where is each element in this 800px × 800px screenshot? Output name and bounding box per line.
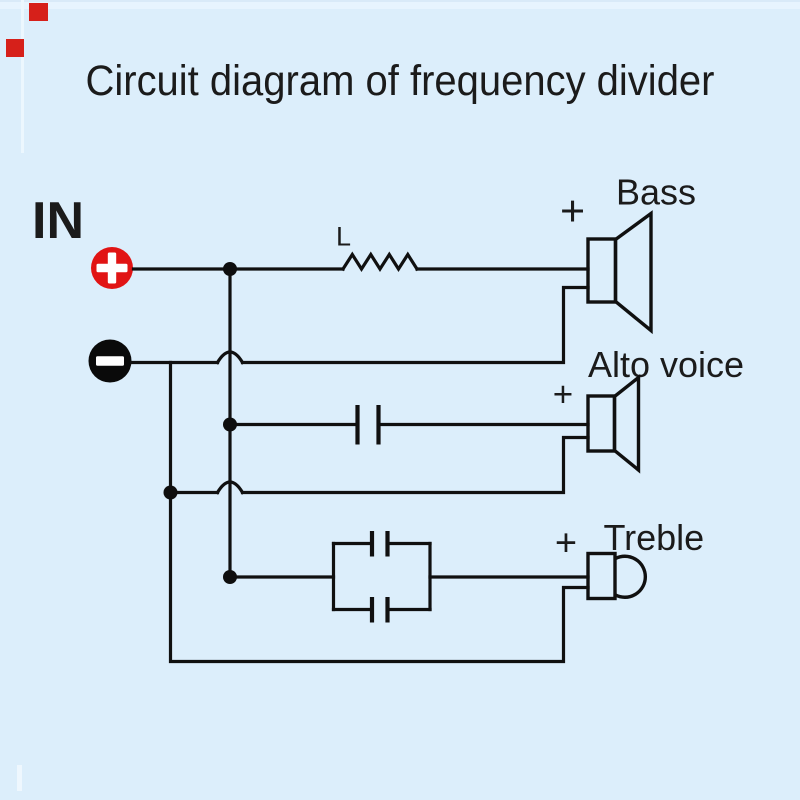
page-title: Circuit diagram of frequency divider xyxy=(85,57,715,105)
alto-return-hop xyxy=(215,480,245,495)
alto-speaker-body-icon xyxy=(586,394,617,453)
bass-label: Bass xyxy=(616,172,696,213)
treble-speaker-body-icon xyxy=(586,551,617,601)
input-label: IN xyxy=(32,192,84,250)
alto-speaker: Alto voice + xyxy=(553,344,744,474)
input-terminals: IN xyxy=(32,192,133,383)
junction-dot-bass xyxy=(223,262,237,276)
junction-dot-treble xyxy=(223,570,237,584)
bass-plus-sign: + xyxy=(560,188,585,236)
minus-glyph-bar xyxy=(96,356,124,366)
minus-vertical-rail-treble-return xyxy=(168,360,590,664)
alto-plus-sign: + xyxy=(553,375,573,414)
inductor-label: L xyxy=(336,222,351,252)
alto-label: Alto voice xyxy=(588,344,744,385)
bass-speaker: Bass + xyxy=(560,172,696,335)
minus-terminal-icon xyxy=(88,339,132,383)
plus-terminal-icon xyxy=(91,247,133,289)
decor-red-square-1 xyxy=(29,3,48,21)
decor-red-square-2 xyxy=(6,39,24,57)
alto-return-wire xyxy=(240,435,590,495)
minus-rail-right-bass-return xyxy=(240,285,590,365)
junction-dot-alto xyxy=(223,417,237,432)
treble-speaker-dome-icon xyxy=(614,554,647,599)
treble-speaker: Treble + xyxy=(555,517,705,601)
treble-label: Treble xyxy=(604,517,705,558)
minus-rail-hop xyxy=(215,350,245,365)
bass-speaker-cone-icon xyxy=(613,210,653,335)
plus-glyph-vbar xyxy=(107,252,117,284)
bass-speaker-body-icon xyxy=(586,237,618,304)
inductor-coil-icon xyxy=(340,251,420,272)
treble-plus-sign: + xyxy=(555,523,577,565)
alto-speaker-cone-icon xyxy=(612,373,641,474)
junction-dot-minus xyxy=(163,485,178,500)
